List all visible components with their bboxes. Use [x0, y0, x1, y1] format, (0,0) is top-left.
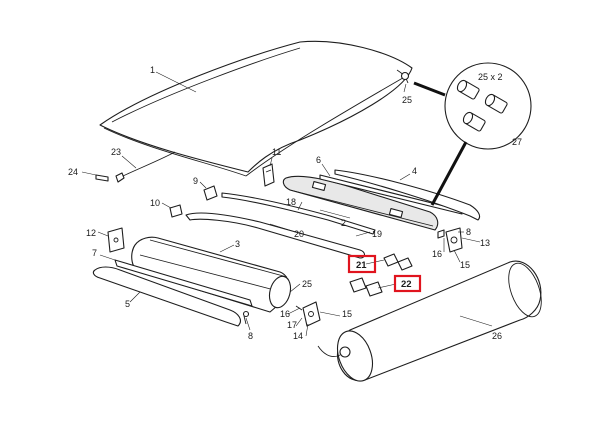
screw-24	[95, 174, 109, 182]
inset-label: 25 x 2	[478, 72, 503, 82]
bracket-23	[115, 151, 176, 183]
strip-7	[114, 259, 253, 307]
callout-25-top: 25	[402, 95, 412, 105]
callout-3: 3	[235, 239, 240, 249]
callout-15-lower: 15	[342, 309, 352, 319]
callout-23: 23	[111, 147, 121, 157]
highlight-box-21	[347, 254, 377, 274]
callout-9: 9	[193, 176, 198, 186]
cylinder-c	[462, 111, 486, 132]
pads-21-22	[349, 253, 413, 297]
highlight-box-22	[393, 274, 422, 293]
callout-19: 19	[372, 229, 382, 239]
callout-21: 21	[356, 260, 367, 271]
clip-9	[203, 185, 218, 201]
storage-bag-26	[317, 260, 542, 382]
bracket-13	[437, 227, 463, 253]
rail-5	[92, 266, 241, 327]
callout-11: 11	[272, 147, 281, 157]
strip-4	[334, 169, 481, 221]
callout-17: 17	[287, 320, 297, 330]
bracket-14	[295, 301, 321, 327]
callout-8-lower: 8	[248, 331, 253, 341]
inset-circle	[413, 62, 532, 206]
callout-labels: 1 25 23 24 11 9 10 6 4 18 2 20 19 8 13 1…	[68, 65, 522, 341]
callout-18: 18	[286, 197, 296, 207]
callout-8-right: 8	[466, 227, 471, 237]
callout-10: 10	[150, 198, 160, 208]
clip-10	[169, 204, 183, 218]
callout-5: 5	[125, 299, 130, 309]
bracket-12	[107, 227, 125, 253]
callout-15-right: 15	[460, 260, 470, 270]
rail-3	[131, 236, 292, 313]
strip-6	[319, 174, 463, 215]
roof-panel	[99, 40, 413, 177]
callout-26: 26	[492, 331, 502, 341]
callout-27: 27	[512, 137, 522, 147]
callout-6: 6	[316, 155, 321, 165]
callout-20: 20	[294, 229, 304, 239]
callout-1: 1	[150, 65, 155, 75]
callout-13: 13	[480, 238, 490, 248]
cylinder-b	[484, 93, 508, 114]
panel-2	[282, 175, 439, 231]
callout-16-lower: 16	[280, 309, 290, 319]
callout-24: 24	[68, 167, 78, 177]
clip-11	[262, 163, 275, 187]
cylinder-a	[456, 79, 480, 100]
callout-16-right: 16	[432, 249, 442, 259]
callout-22: 22	[401, 279, 412, 290]
callout-14: 14	[293, 331, 303, 341]
callout-12: 12	[86, 228, 96, 238]
callout-2: 2	[341, 218, 346, 228]
callout-25-mid: 25	[302, 279, 312, 289]
callout-7: 7	[92, 248, 97, 258]
leader-lines	[81, 71, 493, 337]
screw-8-lower	[242, 310, 250, 325]
callout-4: 4	[412, 166, 417, 176]
